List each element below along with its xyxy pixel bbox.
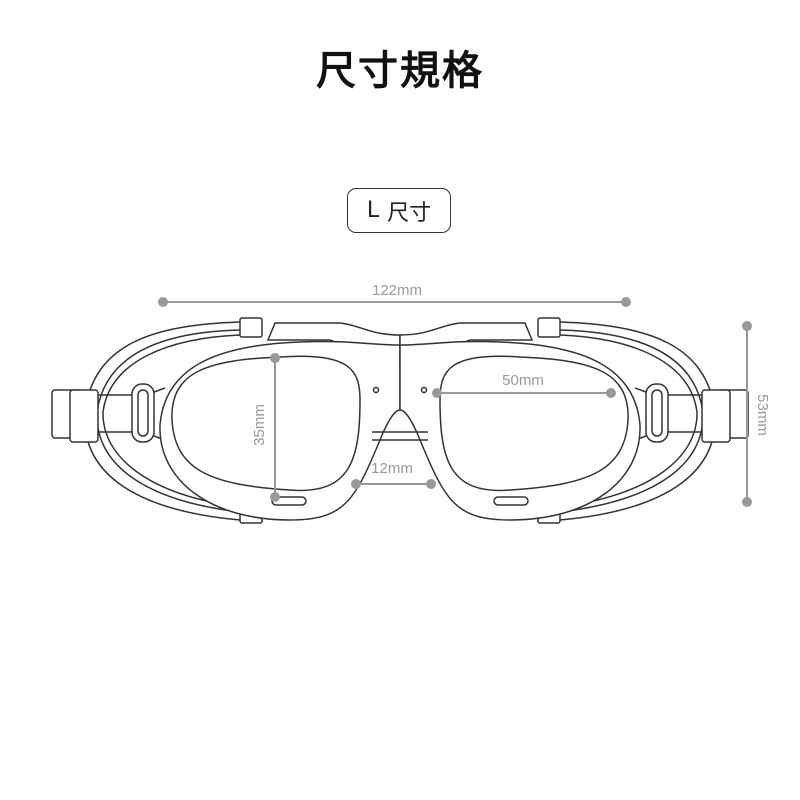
size-badge: L 尺寸 [347,188,451,233]
total-height-label: 53mm [754,394,771,436]
total-width-label: 122mm [372,282,422,299]
lens-width-label: 50mm [502,372,544,389]
page-title: 尺寸規格 [316,48,484,94]
bridge-width-label: 12mm [371,460,413,477]
size-letter: L [366,198,380,223]
lens-height-label: 35mm [251,404,268,446]
goggles-left-half [51,317,401,524]
size-label: 尺寸 [387,200,432,226]
goggles-right-half [399,317,749,524]
